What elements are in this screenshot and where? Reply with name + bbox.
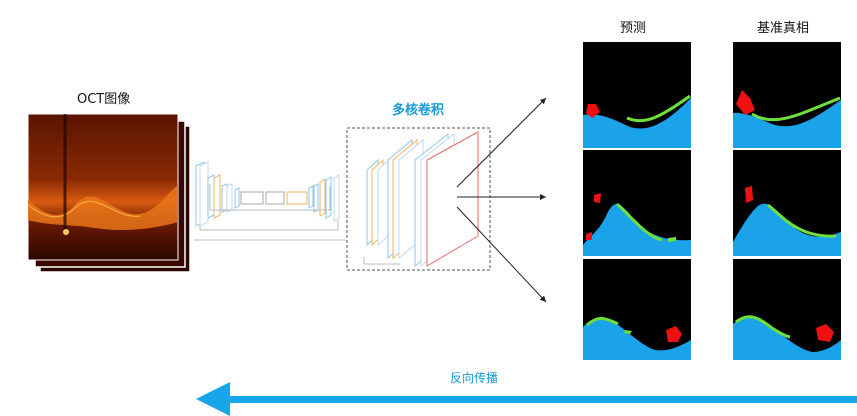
unet-block-up bbox=[319, 178, 326, 217]
unet-network bbox=[194, 161, 346, 241]
unet-bottleneck bbox=[240, 191, 264, 205]
ground-truth-image-1 bbox=[733, 42, 841, 148]
oct-bright-spot bbox=[63, 229, 69, 235]
conv-output-layer bbox=[426, 131, 479, 267]
prediction-image-1 bbox=[583, 42, 691, 148]
prediction-column-label: 预测 bbox=[620, 21, 647, 36]
backprop-label: 反向传播 bbox=[450, 371, 499, 385]
oct-image-label: OCT图像 bbox=[77, 92, 131, 107]
backprop-arrowhead bbox=[196, 382, 230, 416]
ground-truth-column-label: 基准真相 bbox=[757, 21, 810, 36]
arrow-to-row-3 bbox=[456, 206, 547, 303]
oct-image-front bbox=[27, 113, 179, 261]
prediction-image-3 bbox=[583, 259, 691, 360]
unet-block-2 bbox=[207, 174, 215, 219]
arrow-to-row-1 bbox=[456, 97, 547, 188]
oct-image-stack bbox=[27, 113, 191, 273]
ground-truth-image-3 bbox=[733, 259, 841, 360]
unet-block-3 bbox=[221, 183, 228, 213]
backprop-arrow bbox=[196, 382, 857, 416]
conv-dashed-border bbox=[346, 127, 491, 271]
output-arrows bbox=[456, 97, 547, 303]
multi-kernel-conv-label: 多核卷积 bbox=[392, 103, 445, 118]
multi-kernel-conv-box bbox=[346, 127, 491, 271]
prediction-image-2 bbox=[583, 150, 691, 256]
oct-retina-surface bbox=[27, 200, 141, 218]
ground-truth-image-2 bbox=[733, 150, 841, 256]
